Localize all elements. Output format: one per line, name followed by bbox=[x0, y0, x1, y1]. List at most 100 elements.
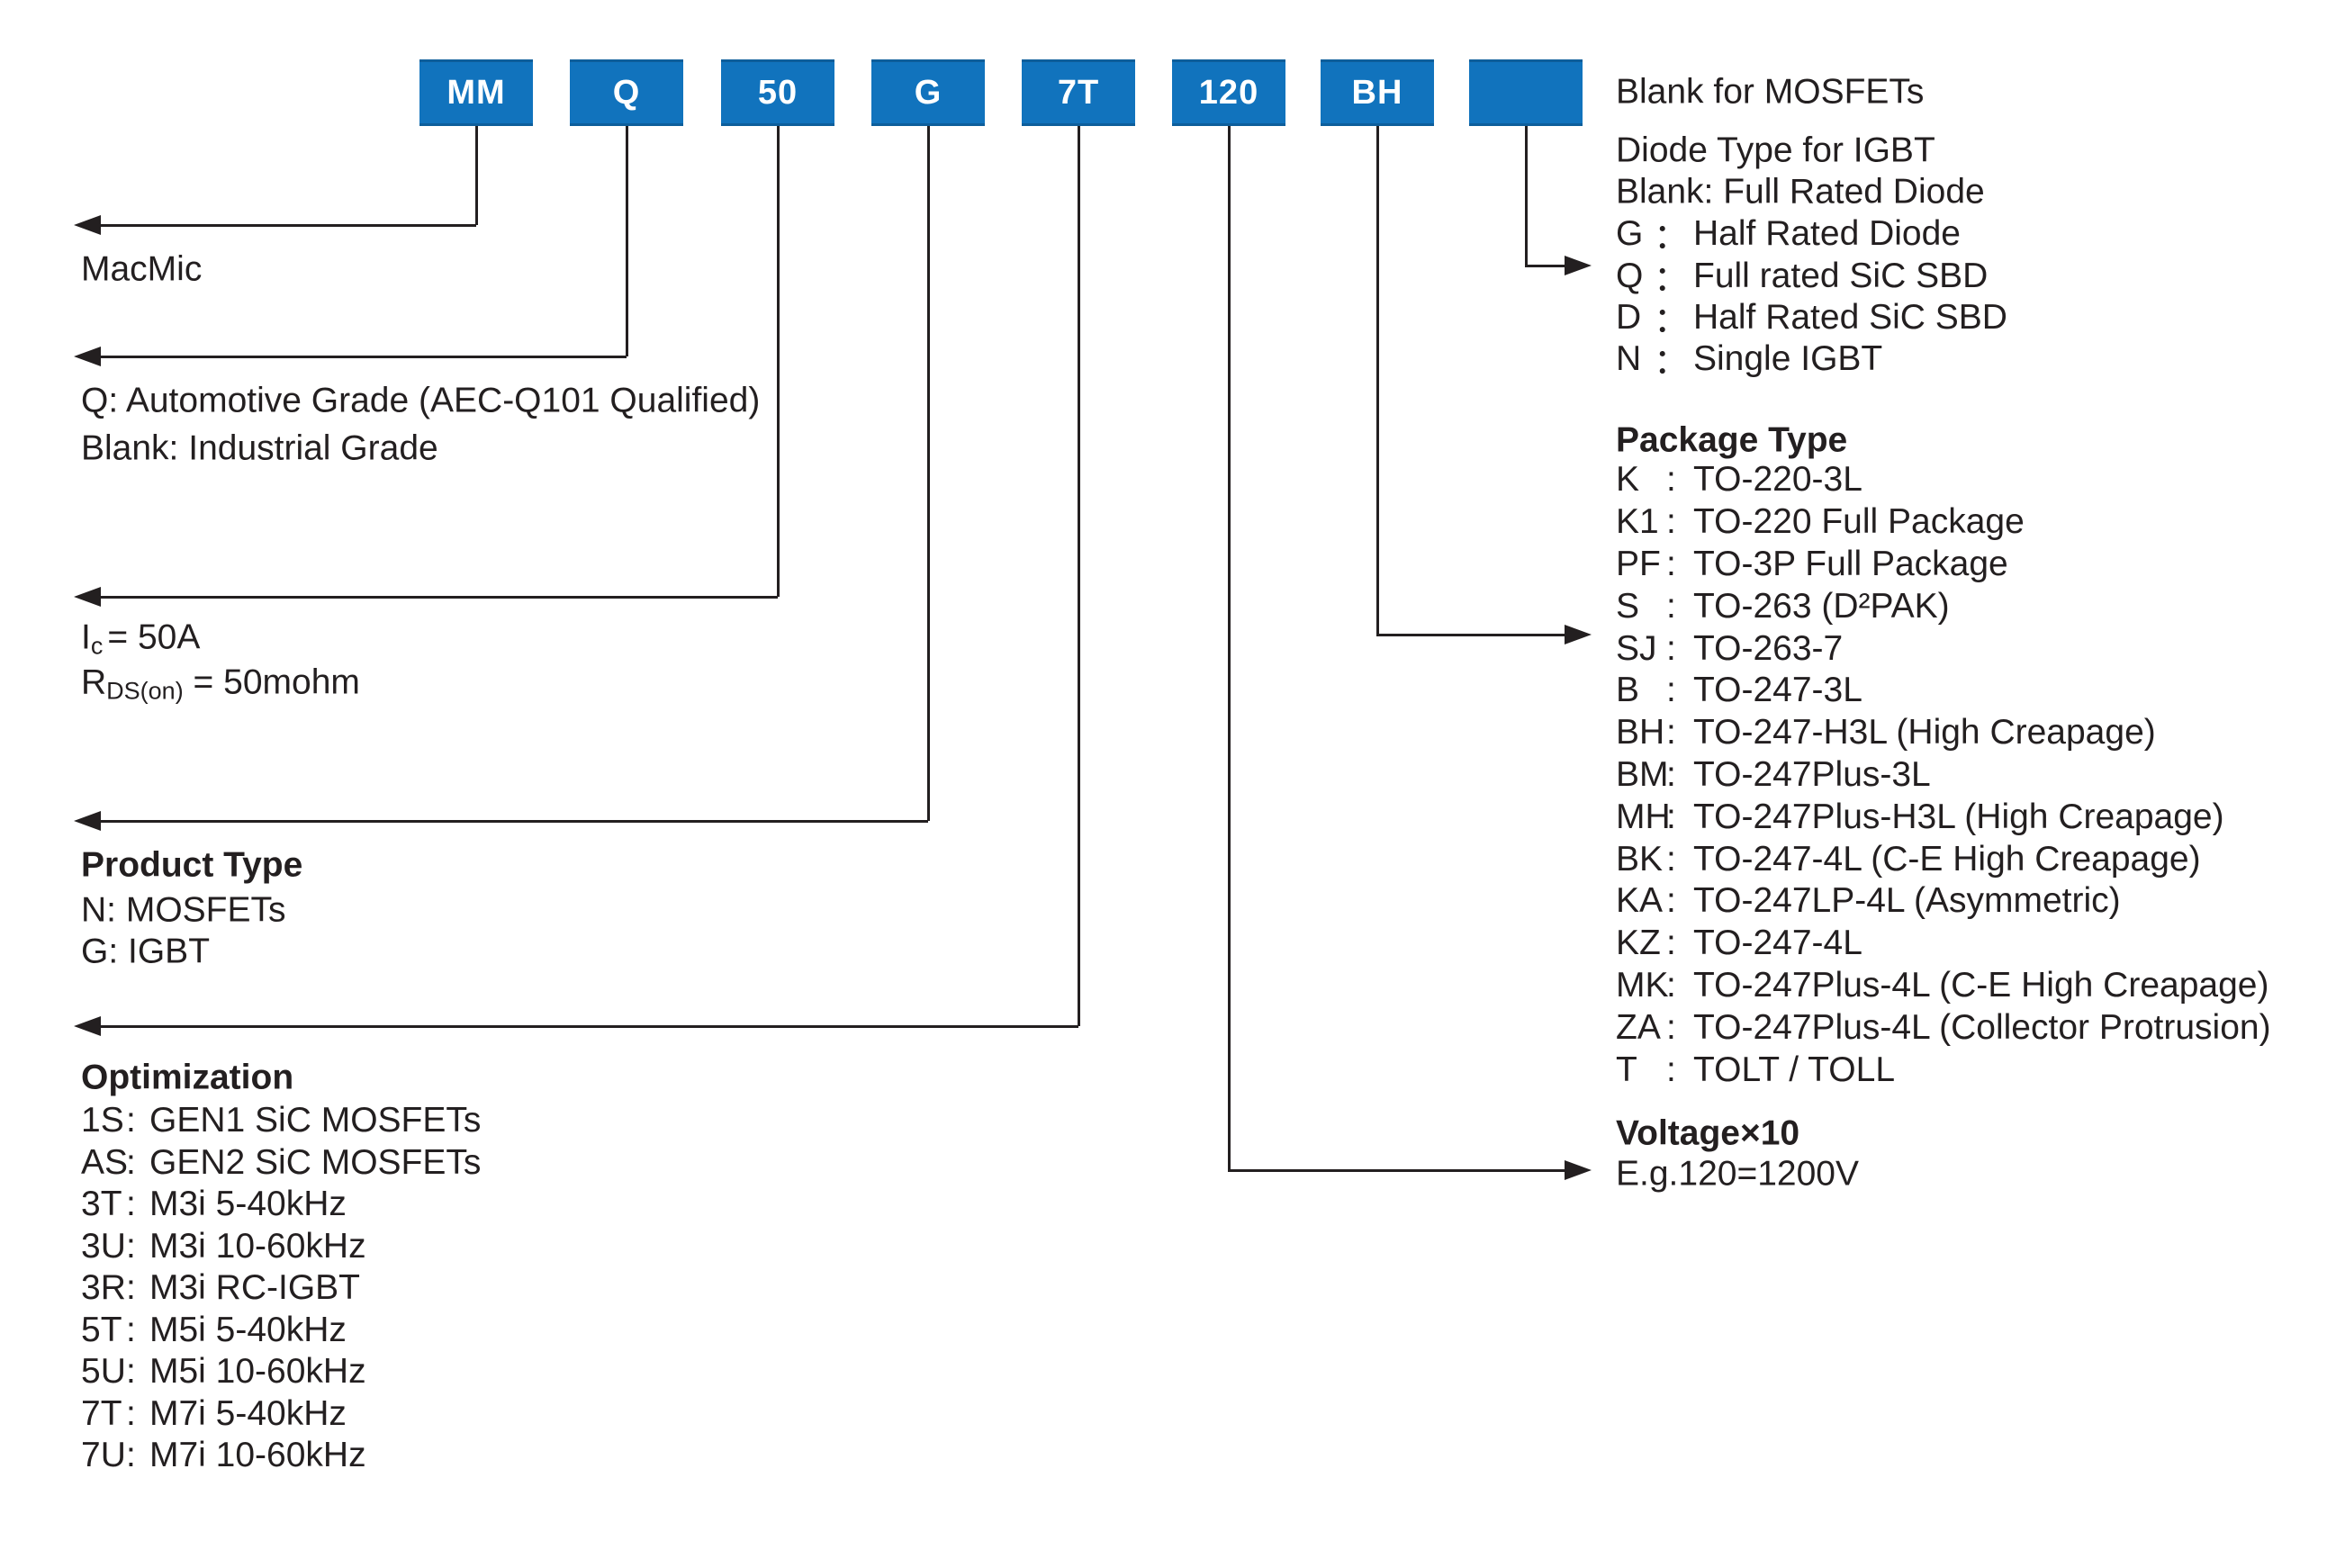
rdson-label: RDS(on) = 50mohm bbox=[81, 663, 360, 705]
list-item: T:TOLT / TOLL bbox=[1616, 1049, 2271, 1091]
item-desc: TO-220 Full Package bbox=[1693, 502, 2025, 542]
item-colon: : bbox=[126, 1310, 136, 1349]
arrow-left-icon bbox=[74, 811, 101, 831]
list-item: 1S:GEN1 SiC MOSFETs bbox=[81, 1100, 481, 1142]
item-desc: M3i RC-IGBT bbox=[149, 1268, 360, 1308]
item-desc: M5i 5-40kHz bbox=[149, 1310, 347, 1349]
connector-vline bbox=[1227, 126, 1231, 1170]
diode-blank-line: Blank: Full Rated Diode bbox=[1616, 172, 1985, 212]
item-colon: : bbox=[126, 1436, 136, 1475]
item-key: 3R bbox=[81, 1268, 126, 1308]
item-colon: : bbox=[1666, 628, 1676, 668]
connector-vline bbox=[926, 126, 930, 821]
item-key: ZA bbox=[1616, 1007, 1661, 1047]
item-desc: TO-263 (D²PAK) bbox=[1693, 586, 1950, 626]
diode-type-heading: Diode Type for IGBT bbox=[1616, 131, 1935, 170]
rdson-subscript: DS(on) bbox=[106, 677, 184, 705]
connector-vline bbox=[1375, 126, 1379, 635]
item-colon: : bbox=[126, 1352, 136, 1392]
optimization-heading: Optimization bbox=[81, 1058, 294, 1097]
collector-current-label: Ic= 50A bbox=[81, 618, 200, 660]
diode-type-list: G：Half Rated Diode Q：Full rated SiC SBD … bbox=[1616, 213, 2007, 382]
item-colon: : bbox=[1666, 671, 1676, 710]
list-item: D：Half Rated SiC SBD bbox=[1616, 297, 2007, 340]
item-key: G bbox=[1616, 214, 1644, 254]
part-code-box-g: G bbox=[871, 59, 985, 126]
arrow-right-icon bbox=[1565, 256, 1592, 275]
arrow-right-icon bbox=[1565, 1160, 1592, 1180]
item-key: KA bbox=[1616, 881, 1664, 921]
item-key: 7T bbox=[81, 1393, 122, 1433]
item-desc: Single IGBT bbox=[1693, 339, 1883, 379]
list-item: MH:TO-247Plus-H3L (High Creapage) bbox=[1616, 796, 2271, 838]
item-colon: : bbox=[1666, 1007, 1676, 1047]
part-code-box-7t: 7T bbox=[1022, 59, 1135, 126]
package-type-list: K:TO-220-3L K1:TO-220 Full Package PF:TO… bbox=[1616, 459, 2271, 1091]
item-key: 3U bbox=[81, 1226, 126, 1266]
list-item: BK:TO-247-4L (C-E High Creapage) bbox=[1616, 838, 2271, 880]
product-type-line-igbt: G: IGBT bbox=[81, 932, 211, 971]
item-colon: : bbox=[1666, 754, 1676, 794]
list-item: S: TO-263 (D²PAK) bbox=[1616, 585, 2271, 627]
item-desc: M7i 5-40kHz bbox=[149, 1393, 347, 1433]
item-colon: : bbox=[126, 1101, 136, 1140]
list-item: G：Half Rated Diode bbox=[1616, 213, 2007, 257]
connector-vline bbox=[776, 126, 780, 597]
connector-vline bbox=[1524, 126, 1528, 266]
item-desc: M5i 10-60kHz bbox=[149, 1352, 366, 1392]
item-desc: TO-247-3L bbox=[1693, 671, 1862, 710]
item-key: BM bbox=[1616, 754, 1669, 794]
item-desc: M3i 10-60kHz bbox=[149, 1226, 366, 1266]
item-desc: GEN2 SiC MOSFETs bbox=[149, 1142, 482, 1182]
list-item: PF:TO-3P Full Package bbox=[1616, 544, 2271, 586]
list-item: 5U:M5i 10-60kHz bbox=[81, 1351, 481, 1393]
item-colon: : bbox=[1666, 797, 1676, 836]
item-desc: TO-247Plus-4L (Collector Protrusion) bbox=[1693, 1007, 2271, 1047]
item-desc: TO-247Plus-4L (C-E High Creapage) bbox=[1693, 965, 2269, 1005]
grade-line-2: Blank: Industrial Grade bbox=[81, 428, 438, 468]
product-type-line-mosfets: N: MOSFETs bbox=[81, 890, 286, 930]
item-desc: TO-263-7 bbox=[1693, 628, 1844, 668]
list-item: N：Single IGBT bbox=[1616, 338, 2007, 382]
item-colon: : bbox=[126, 1185, 136, 1224]
item-key: BH bbox=[1616, 713, 1665, 752]
mosfet-note: Blank for MOSFETs bbox=[1616, 72, 1925, 112]
part-code-box-blank bbox=[1469, 59, 1583, 126]
item-key: K1 bbox=[1616, 502, 1659, 542]
item-desc: Full rated SiC SBD bbox=[1693, 256, 1989, 295]
item-key: BK bbox=[1616, 839, 1664, 879]
arrow-left-icon bbox=[74, 347, 101, 366]
voltage-example: E.g.120=1200V bbox=[1616, 1154, 1859, 1194]
item-desc: Half Rated SiC SBD bbox=[1693, 297, 2007, 337]
list-item: SJ: TO-263-7 bbox=[1616, 627, 2271, 670]
item-colon: : bbox=[1666, 544, 1676, 583]
part-code-box-q: Q bbox=[570, 59, 683, 126]
item-key: S bbox=[1616, 586, 1640, 626]
item-desc: TO-247-4L (C-E High Creapage) bbox=[1693, 839, 2201, 879]
item-key: AS bbox=[81, 1142, 129, 1182]
connector-hline bbox=[99, 595, 778, 599]
list-item: 5T:M5i 5-40kHz bbox=[81, 1310, 481, 1352]
item-desc: TO-247-H3L (High Creapage) bbox=[1693, 713, 2156, 752]
item-desc: TO-247Plus-3L bbox=[1693, 754, 1931, 794]
item-key: PF bbox=[1616, 544, 1661, 583]
item-key: K bbox=[1616, 460, 1640, 500]
part-code-box-mm: MM bbox=[419, 59, 533, 126]
list-item: 7U:M7i 10-60kHz bbox=[81, 1435, 481, 1477]
item-desc: Half Rated Diode bbox=[1693, 214, 1961, 254]
item-colon: : bbox=[126, 1268, 136, 1308]
arrow-left-icon bbox=[74, 587, 101, 607]
list-item: ZA: TO-247Plus-4L (Collector Protrusion) bbox=[1616, 1006, 2271, 1049]
connector-vline bbox=[1077, 126, 1080, 1026]
list-item: B:TO-247-3L bbox=[1616, 670, 2271, 712]
item-colon: ： bbox=[1654, 259, 1690, 299]
item-key: Q bbox=[1616, 256, 1644, 295]
item-colon: : bbox=[1666, 586, 1676, 626]
item-desc: TO-247-4L bbox=[1693, 924, 1862, 963]
list-item: KA:TO-247LP-4L (Asymmetric) bbox=[1616, 880, 2271, 923]
item-key: SJ bbox=[1616, 628, 1657, 668]
connector-hline bbox=[1375, 633, 1565, 636]
list-item: 3T:M3i 5-40kHz bbox=[81, 1184, 481, 1226]
item-desc: GEN1 SiC MOSFETs bbox=[149, 1101, 482, 1140]
connector-vline bbox=[625, 126, 628, 356]
